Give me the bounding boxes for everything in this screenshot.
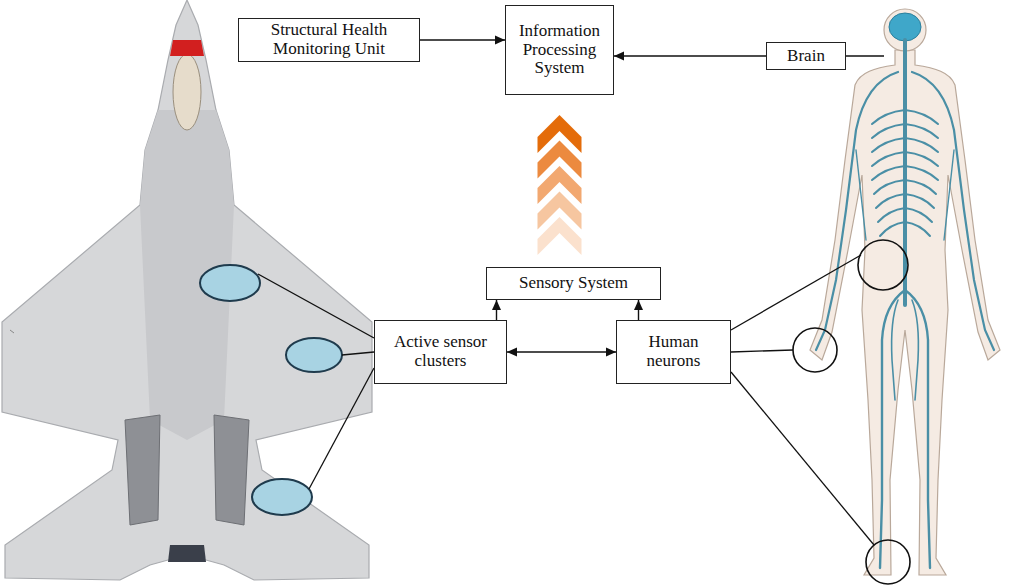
leader-line [309, 368, 374, 489]
connector [420, 36, 505, 45]
arrowhead [606, 348, 616, 357]
jet-detail [10, 330, 14, 333]
monitoring-unit-mark [170, 40, 204, 56]
connector [614, 52, 766, 61]
process-box: Brain [766, 42, 846, 70]
jet-body [2, 0, 372, 580]
jet-canopy [173, 54, 201, 130]
node-label: Human neurons [623, 333, 724, 370]
jet-tail [214, 415, 249, 525]
jet-tail [125, 415, 160, 525]
sensor-cluster [286, 338, 342, 372]
node-label: Structural Health Monitoring Unit [245, 21, 413, 58]
connector [492, 300, 501, 320]
leader-line [342, 352, 374, 355]
human-illustration [793, 9, 1000, 584]
connector [538, 115, 582, 255]
callout-circle [866, 540, 910, 584]
connector-line [420, 39, 505, 40]
arrowhead [492, 300, 501, 310]
node-label: Information Processing System [512, 22, 607, 78]
leader-line [731, 350, 793, 352]
sensor-cluster [252, 479, 312, 515]
leader-line [846, 55, 884, 56]
connector [634, 300, 643, 320]
process-box: Structural Health Monitoring Unit [238, 18, 420, 62]
arrowhead [507, 348, 517, 357]
callout-circle [793, 328, 837, 372]
connector [507, 348, 616, 357]
arrowhead [634, 300, 643, 310]
node-label: Sensory System [519, 274, 628, 293]
leader-line [731, 372, 874, 545]
arrowhead [614, 52, 624, 61]
brain [889, 13, 921, 41]
callout-circle [858, 240, 908, 290]
process-box: Sensory System [486, 267, 661, 300]
node-label: Active sensor clusters [381, 333, 500, 370]
leader-lines [258, 274, 374, 489]
leader-line [731, 255, 861, 330]
process-box: Information Processing System [505, 5, 614, 95]
connector-line [507, 351, 616, 352]
process-box: Human neurons [616, 320, 731, 384]
nerves [816, 40, 994, 568]
process-box: Active sensor clusters [374, 320, 507, 384]
jet-exhaust [168, 545, 206, 562]
arrowhead [495, 36, 505, 45]
jet-illustration [2, 0, 372, 580]
leader-lines [731, 56, 884, 545]
chevron-arrow [538, 217, 582, 255]
leader-line [258, 274, 374, 338]
connector-line [614, 55, 766, 56]
node-label: Brain [787, 47, 825, 66]
sensor-cluster [200, 265, 260, 301]
